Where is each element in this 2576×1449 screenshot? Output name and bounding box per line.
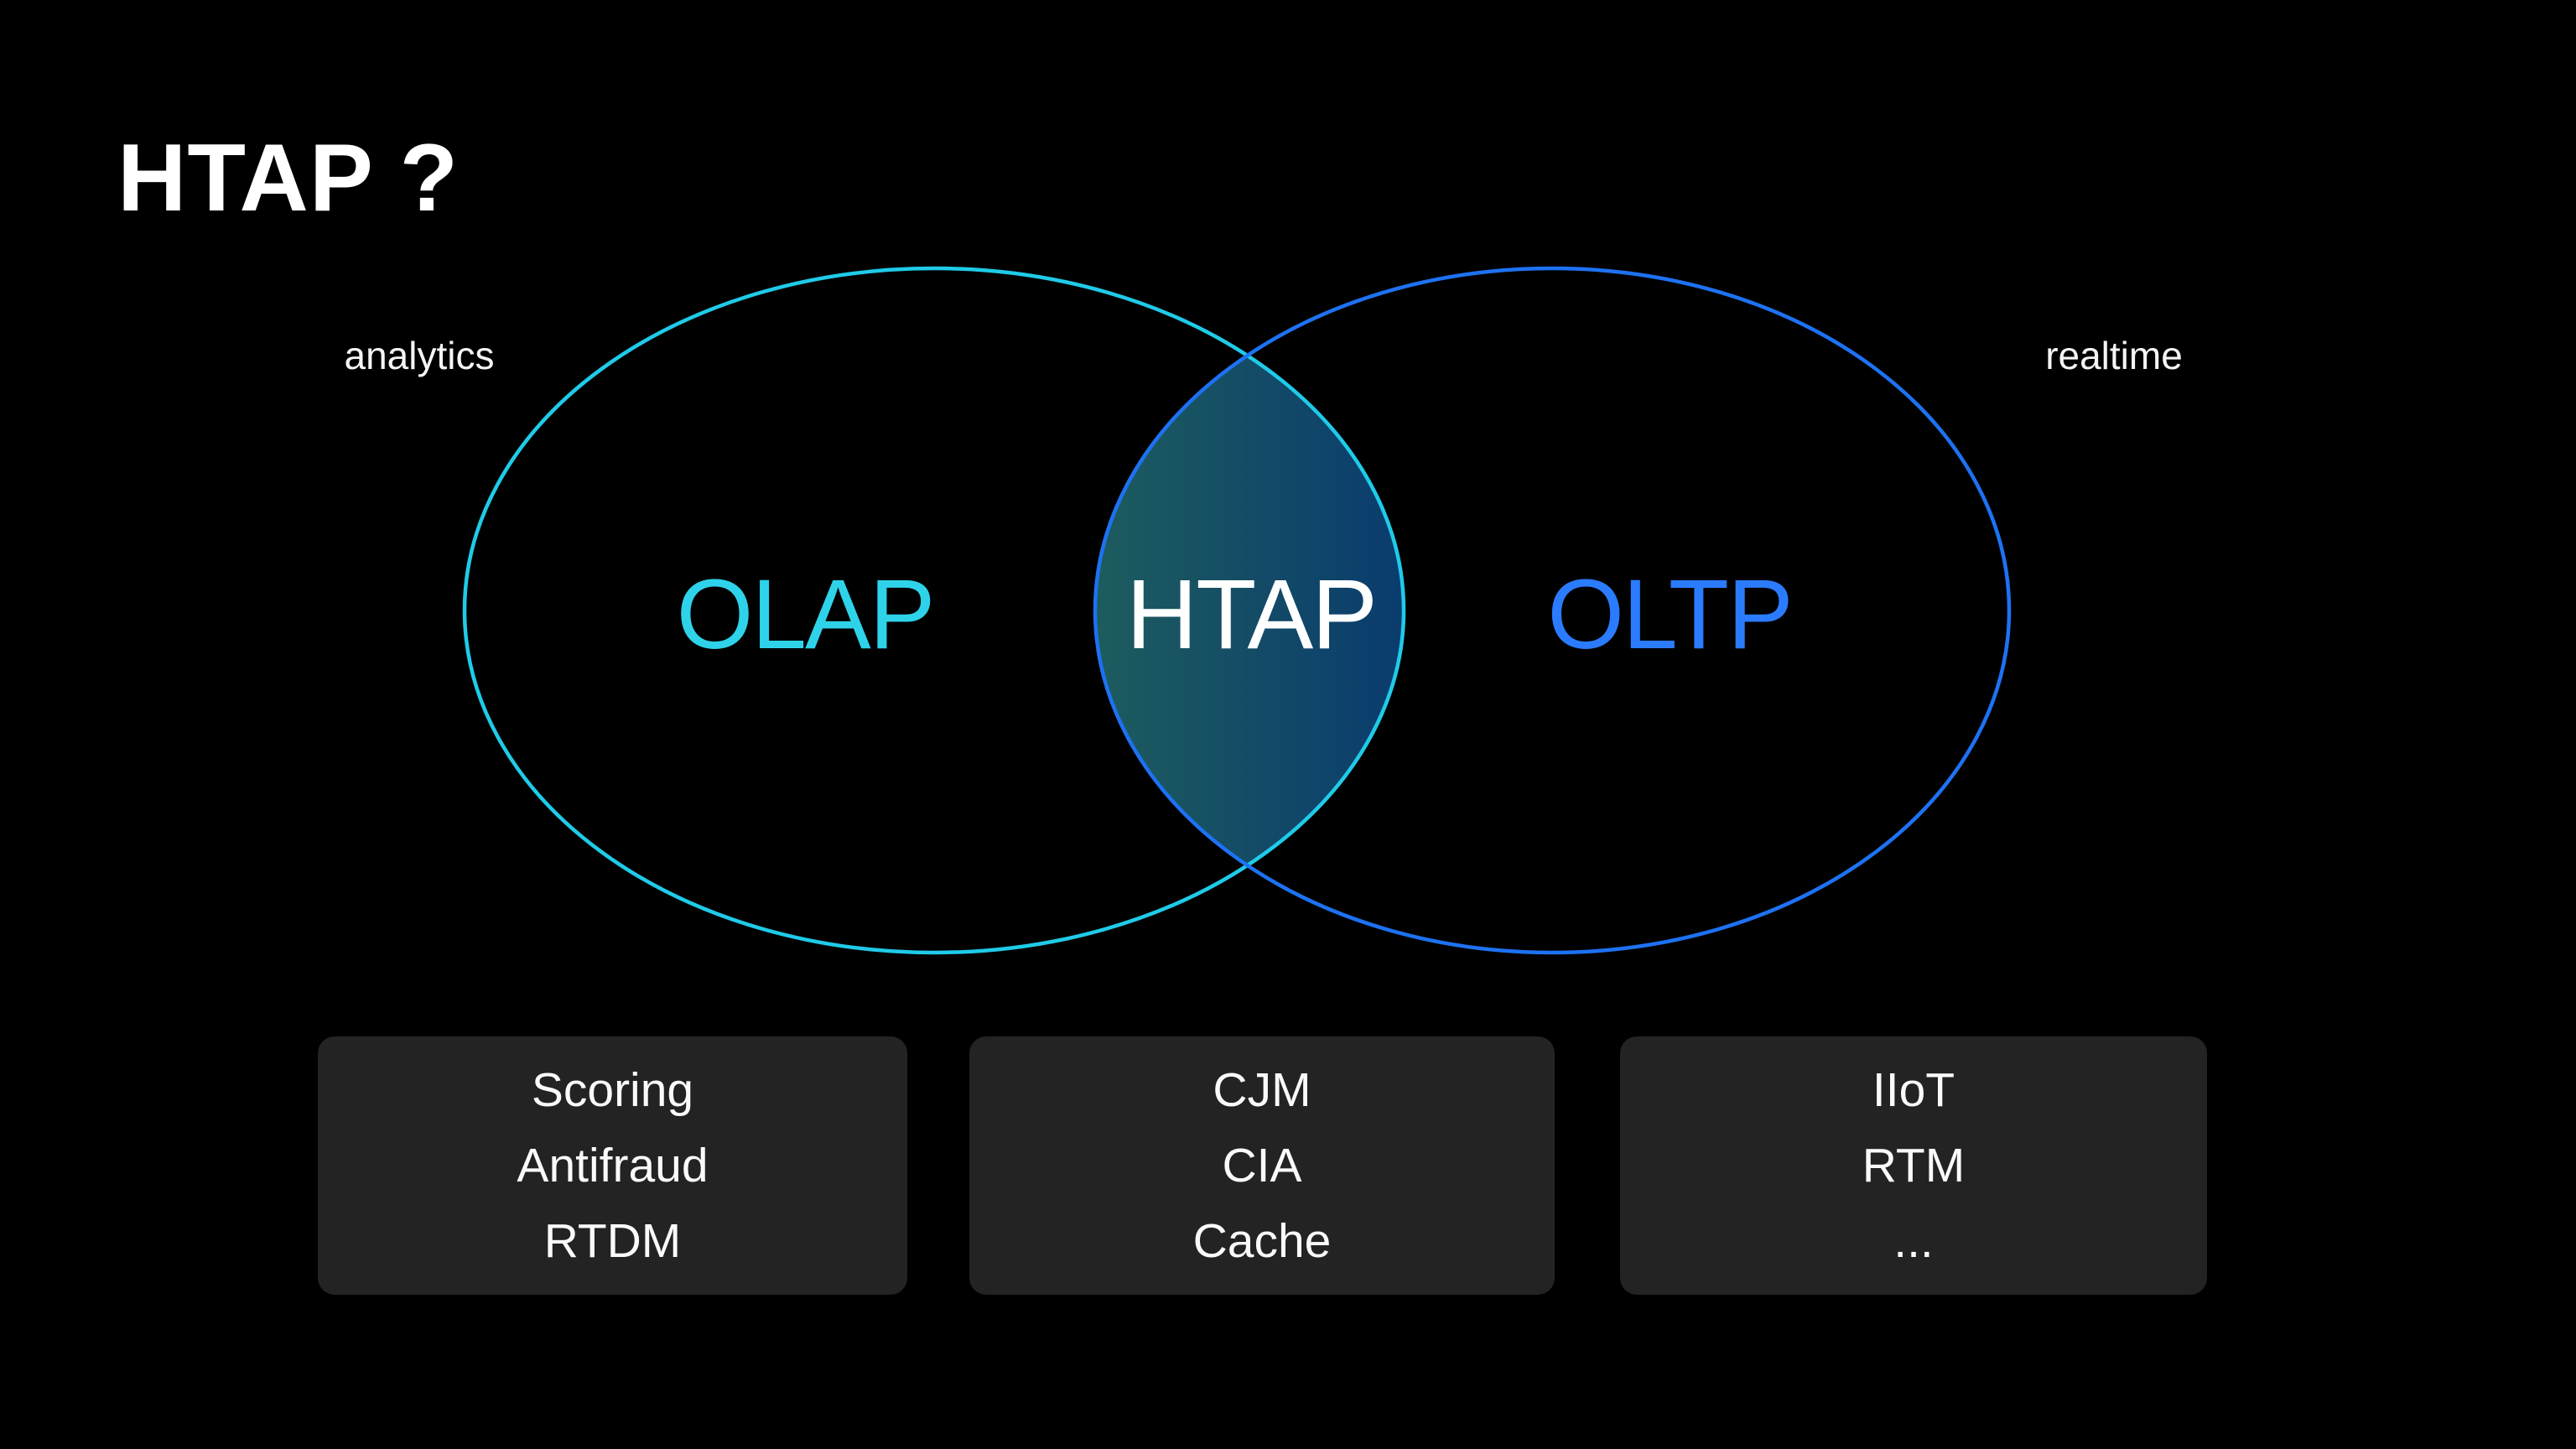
oltp-use-cases-card: IIoT RTM ...: [1620, 1036, 2207, 1295]
card-line: CIA: [1222, 1139, 1302, 1192]
card-line: CJM: [1213, 1063, 1311, 1117]
card-line: ...: [1893, 1214, 1934, 1268]
card-line: RTDM: [543, 1214, 682, 1268]
realtime-label: realtime: [2045, 334, 2183, 377]
page-title: HTAP ?: [117, 125, 460, 231]
card-line: Antifraud: [517, 1139, 709, 1192]
olap-use-cases-card: Scoring Antifraud RTDM: [318, 1036, 907, 1295]
card-line: Cache: [1192, 1214, 1332, 1268]
card-line: RTM: [1862, 1139, 1966, 1192]
htap-intersection-label: HTAP: [1126, 559, 1378, 670]
oltp-right-ellipse: [1093, 266, 2012, 955]
htap-use-cases-card: CJM CIA Cache: [969, 1036, 1555, 1295]
card-line: IIoT: [1872, 1063, 1955, 1117]
olap-left-ellipse: [462, 266, 1406, 955]
venn-intersection-fill: [1095, 268, 1404, 953]
oltp-set-label: OLTP: [1547, 559, 1793, 670]
olap-set-label: OLAP: [676, 559, 936, 670]
card-line: Scoring: [531, 1063, 694, 1117]
analytics-label: analytics: [344, 334, 495, 377]
